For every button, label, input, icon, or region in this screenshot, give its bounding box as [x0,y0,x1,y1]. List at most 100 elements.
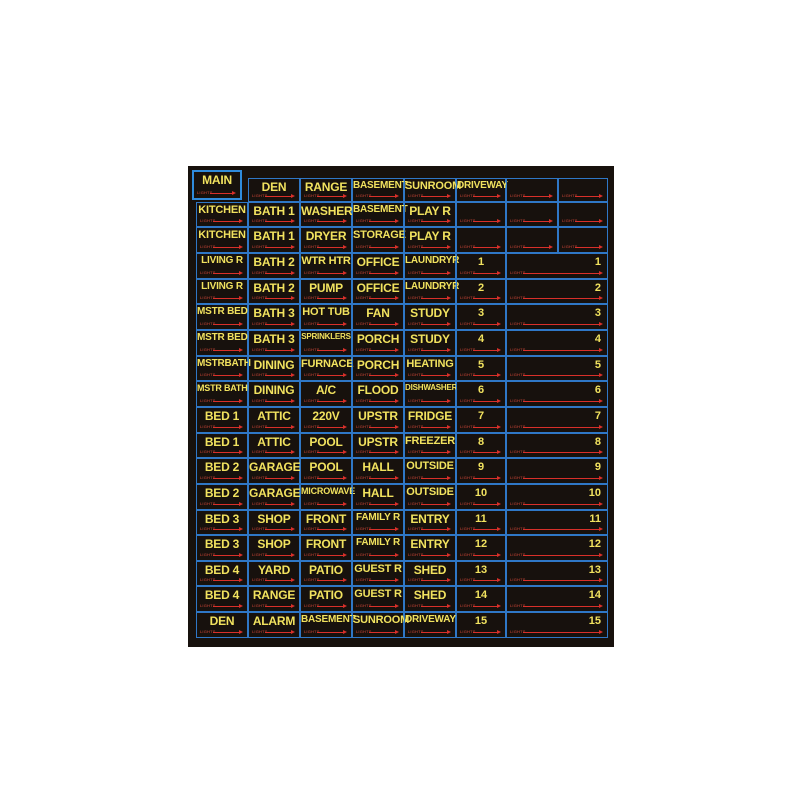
arrow-line [523,478,599,479]
arrow-right-icon [497,630,501,634]
lights-tag-text: LIGHTS [460,629,476,634]
lights-indicator: LIGHTS [304,294,348,301]
circuit-number: 7 [594,410,601,422]
arrow-line [369,298,395,299]
lights-indicator: LIGHTS [200,576,244,583]
arrow-right-icon [497,219,501,223]
arrow-line [369,580,395,581]
circuit-label: BED 1 [204,409,240,423]
circuit-label: 220V [312,409,340,423]
arrow-line [369,555,395,556]
lights-tag-text: LIGHTS [510,347,526,352]
lights-indicator: LIGHTS [304,551,348,558]
lights-tag-text: LIGHTS [252,501,268,506]
arrow-right-icon [291,553,295,557]
lights-indicator: LIGHTS [304,346,348,353]
arrow-right-icon [291,502,295,506]
circuit-label: HEATING [406,358,454,370]
lights-indicator: LIGHTS [200,217,244,224]
circuit-label: FRONT [305,537,347,551]
lights-tag-text: LIGHTS [356,295,372,300]
arrow-right-icon [343,425,347,429]
arrow-line [265,247,291,248]
circuit-label: ALARM [252,614,296,628]
arrow-line [265,529,291,530]
arrow-line [317,273,343,274]
lights-tag-text: LIGHTS [252,603,268,608]
arrow-right-icon [343,245,347,249]
arrow-line [369,478,395,479]
circuit-label: DISHWASHER [405,383,458,392]
circuit-label: MSTR BED [197,332,248,343]
arrow-right-icon [599,502,603,506]
lights-tag-text: LIGHTS [408,270,424,275]
lights-indicator: LIGHTS [510,628,604,635]
arrow-right-icon [447,296,451,300]
lights-tag-text: LIGHTS [200,295,216,300]
circuit-label: BED 4 [204,588,240,602]
arrow-right-icon [291,322,295,326]
circuit-label: BATH 1 [253,204,295,218]
arrow-line [317,504,343,505]
circuit-label: FLOOD [357,383,399,397]
lights-indicator: LIGHTS [408,243,452,250]
lights-indicator: LIGHTS [562,217,604,224]
circuit-label: KITCHEN [198,204,246,216]
arrow-right-icon [599,630,603,634]
lights-indicator: LIGHTS [252,320,296,327]
lights-tag-text: LIGHTS [460,347,476,352]
lights-indicator: LIGHTS [252,525,296,532]
lights-indicator: LIGHTS [252,269,296,276]
arrow-line [213,529,239,530]
lights-tag-text: LIGHTS [356,398,372,403]
lights-tag-text: LIGHTS [510,501,526,506]
circuit-number: 10 [474,487,488,499]
lights-indicator: LIGHTS [252,576,296,583]
lights-indicator: LIGHTS [356,269,400,276]
arrow-line [473,452,497,453]
lights-indicator: LIGHTS [408,628,452,635]
lights-indicator: LIGHTS [200,500,244,507]
lights-indicator: LIGHTS [200,551,244,558]
arrow-right-icon [395,425,399,429]
arrow-right-icon [599,527,603,531]
arrow-line [473,606,497,607]
lights-tag-text: LIGHTS [510,321,526,326]
arrow-right-icon [447,245,451,249]
lights-indicator: LIGHTS [460,217,502,224]
arrow-right-icon [497,194,501,198]
circuit-label: BED 3 [204,537,240,551]
arrow-line [523,324,599,325]
lights-tag-text: LIGHTS [510,424,526,429]
circuit-label: FAN [366,306,390,320]
arrow-right-icon [343,219,347,223]
lights-indicator: LIGHTS [304,423,348,430]
lights-tag-text: LIGHTS [356,244,372,249]
circuit-number: 6 [477,384,485,396]
arrow-right-icon [447,527,451,531]
arrow-right-icon [497,450,501,454]
lights-indicator: LIGHTS [510,525,604,532]
lights-tag-text: LIGHTS [562,193,578,198]
circuit-number: 7 [477,410,485,422]
lights-tag-text: LIGHTS [408,321,424,326]
arrow-line [473,427,497,428]
arrow-right-icon [343,630,347,634]
arrow-line [421,529,447,530]
arrow-right-icon [239,578,243,582]
